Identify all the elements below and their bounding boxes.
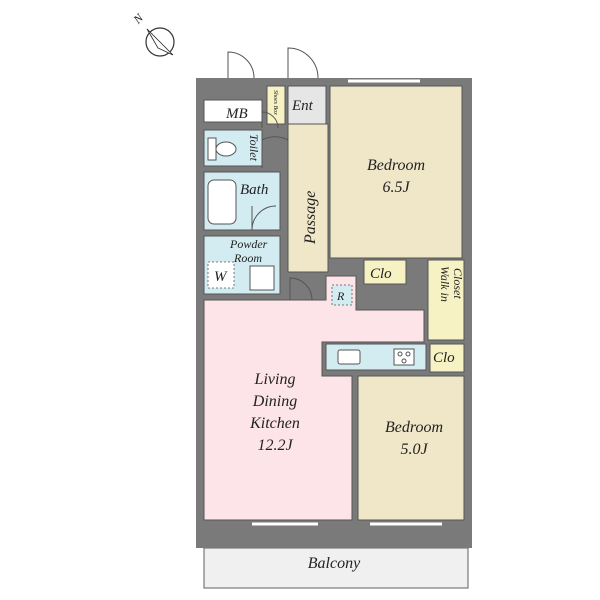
passage-label: Passage [302, 191, 319, 245]
ldk-size: 12.2J [257, 437, 293, 454]
bedroom-2-name: Bedroom [385, 419, 443, 436]
refrigerator-label: R [336, 289, 345, 303]
compass-label: N [130, 10, 147, 27]
balcony-label: Balcony [308, 555, 361, 572]
bedroom-1 [329, 85, 463, 259]
clo-upper-label: Clo [370, 266, 392, 282]
bedroom-2-size: 5.0J [400, 441, 428, 458]
shoes-box-label: Shoes Box [272, 90, 278, 115]
bathtub-icon [207, 179, 237, 225]
washer-space [207, 261, 235, 289]
bedroom-1-size: 6.5J [382, 179, 410, 196]
balcony-post-right [446, 522, 468, 548]
clo-lower [429, 343, 465, 373]
ldk-label-1: Living [254, 371, 296, 388]
powder-room-label-1: Powder [229, 237, 268, 251]
washer-label: W [214, 269, 228, 285]
clo-lower-label: Clo [433, 350, 455, 366]
clo-upper [363, 259, 407, 285]
refrigerator-space [331, 284, 353, 306]
windows [252, 79, 442, 526]
stove-icon [393, 348, 415, 366]
walk-in-label-1: Walk in [438, 266, 452, 302]
toilet-icon [207, 137, 237, 161]
mb-label: MB [225, 106, 248, 122]
entrance [287, 85, 327, 125]
ldk-label-3: Kitchen [249, 415, 300, 432]
compass-icon: N [130, 10, 175, 57]
door-swings [227, 47, 319, 301]
powder-room-label-2: Room [233, 251, 262, 265]
washbasin-icon [249, 265, 275, 291]
ent-label: Ent [291, 98, 314, 114]
bath-label: Bath [240, 182, 268, 198]
passage [287, 123, 329, 273]
bedroom-1-name: Bedroom [367, 157, 425, 174]
balcony [203, 547, 469, 589]
toilet-label: Toilet [247, 134, 261, 162]
living-dining-kitchen [203, 275, 425, 521]
walk-in-closet [427, 259, 465, 341]
bedroom-2 [357, 375, 465, 521]
ldk-label-2: Dining [252, 393, 297, 410]
walk-in-label-2: Closet [451, 268, 465, 299]
mb [203, 99, 263, 123]
balcony-post-left [196, 522, 208, 548]
sink-icon [337, 349, 361, 365]
